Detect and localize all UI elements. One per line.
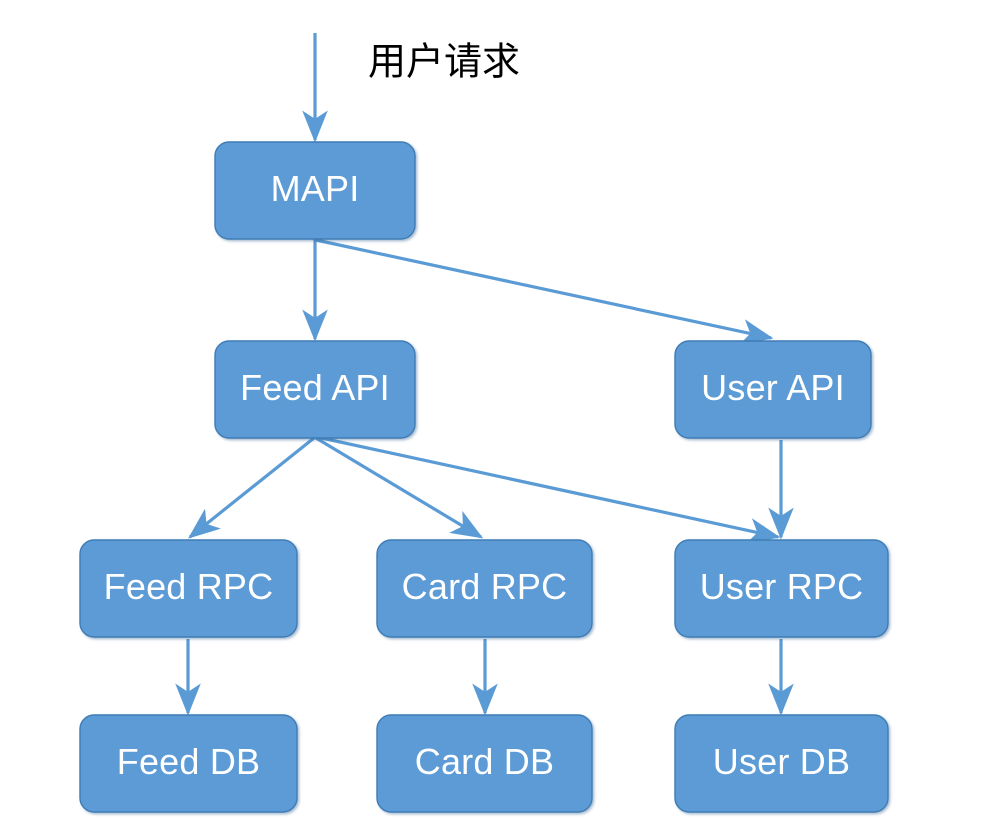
nodes-layer: MAPI Feed API User API Feed RPC Card RPC User… bbox=[79, 141, 889, 813]
node-feed-api[interactable]: Feed API bbox=[214, 340, 416, 439]
node-box-feed-rpc[interactable] bbox=[79, 539, 298, 638]
node-user-db[interactable]: User DB bbox=[674, 714, 889, 813]
node-box-user-db[interactable] bbox=[674, 714, 889, 813]
node-label-feed-db: Feed DB bbox=[117, 741, 260, 782]
edge-mapi-to-user-api bbox=[315, 238, 774, 345]
node-label-mapi: MAPI bbox=[271, 168, 360, 209]
node-box-card-db[interactable] bbox=[376, 714, 593, 813]
node-label-feed-api: Feed API bbox=[240, 367, 390, 408]
node-mapi[interactable]: MAPI bbox=[214, 141, 416, 240]
node-label-user-db: User DB bbox=[713, 741, 850, 782]
node-box-card-rpc[interactable] bbox=[376, 539, 593, 638]
node-label-user-rpc: User RPC bbox=[700, 566, 864, 607]
node-label-card-db: Card DB bbox=[415, 741, 554, 782]
node-feed-rpc[interactable]: Feed RPC bbox=[79, 539, 298, 638]
node-box-feed-db[interactable] bbox=[79, 714, 298, 813]
edges-layer bbox=[175, 33, 794, 716]
node-label-feed-rpc: Feed RPC bbox=[104, 566, 274, 607]
edge-feed-api-to-card-rpc bbox=[315, 436, 484, 539]
node-user-api[interactable]: User API bbox=[674, 340, 872, 439]
node-card-rpc[interactable]: Card RPC bbox=[376, 539, 593, 638]
node-label-card-rpc: Card RPC bbox=[402, 566, 568, 607]
node-card-db[interactable]: Card DB bbox=[376, 714, 593, 813]
node-box-feed-api[interactable] bbox=[214, 340, 416, 439]
edge-feed-api-to-user-rpc bbox=[316, 435, 781, 544]
node-label-user-api: User API bbox=[701, 367, 845, 408]
node-box-user-rpc[interactable] bbox=[674, 539, 889, 638]
node-box-user-api[interactable] bbox=[674, 340, 872, 439]
node-feed-db[interactable]: Feed DB bbox=[79, 714, 298, 813]
edge-feed-api-to-feed-rpc bbox=[187, 436, 315, 539]
node-user-rpc[interactable]: User RPC bbox=[674, 539, 889, 638]
entry-label-user-request: 用户请求 bbox=[368, 40, 520, 84]
node-box-mapi[interactable] bbox=[214, 141, 416, 240]
